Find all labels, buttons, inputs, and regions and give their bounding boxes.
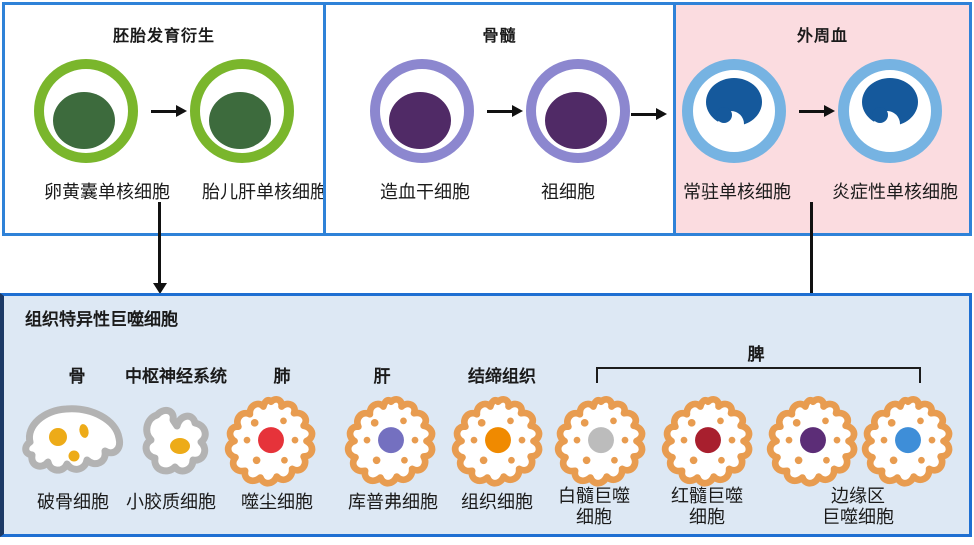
- marginal-zone-macrophage-label: 边缘区 巨噬细胞: [822, 486, 894, 528]
- right-arrow-icon: [486, 104, 523, 117]
- histiocyte-label: 组织细胞: [461, 492, 533, 513]
- red-pulp-macrophage-label: 红髓巨噬 细胞: [671, 486, 743, 528]
- kidney-nucleus: [861, 78, 918, 137]
- arrow-embryo-to-tissue-icon: [152, 202, 167, 294]
- marginal-zone-macrophage-cell-b: [860, 395, 956, 491]
- yolk-sac-monocyte-cell: [34, 59, 138, 163]
- yolk-sac-monocyte-label: 卵黄囊单核细胞: [44, 182, 170, 203]
- panel-embryo-derived: 胚胎发育衍生 卵黄囊单核细胞 胎儿肝单核细胞: [2, 2, 328, 236]
- white-pulp-macrophage-cell: [553, 395, 649, 491]
- fetal-liver-monocyte-label: 胎儿肝单核细胞: [202, 182, 328, 203]
- arrow-marrow-to-blood-icon: [631, 108, 667, 120]
- marrow-cells-row: [326, 55, 673, 167]
- microglia-label: 小胶质细胞: [126, 492, 216, 513]
- kupffer-cell-label: 库普弗细胞: [348, 492, 438, 513]
- resident-monocyte-cell: [681, 59, 786, 163]
- organ-liver-label: 肝: [373, 367, 391, 387]
- right-arrow-icon: [151, 104, 187, 117]
- hematopoietic-stem-cell-label: 造血干细胞: [380, 182, 470, 203]
- fetal-liver-monocyte-cell: [190, 59, 294, 163]
- spleen-bracket: [596, 367, 921, 383]
- inflammatory-monocyte-label: 炎症性单核细胞: [832, 182, 958, 203]
- inflammatory-monocyte-cell: [837, 59, 942, 163]
- osteoclast-cell: [22, 405, 124, 474]
- tissue-panel-title: 组织特异性巨噬细胞: [25, 310, 178, 330]
- embryo-cells-row: [5, 55, 323, 167]
- dust-cell-label: 噬尘细胞: [241, 492, 313, 513]
- organ-cns-label: 中枢神经系统: [125, 367, 227, 387]
- microglia-cell: [142, 406, 209, 475]
- osteoclast-label: 破骨细胞: [37, 492, 109, 513]
- arrow-slot: [786, 104, 838, 117]
- nucleus: [258, 427, 284, 454]
- dust-cell: [223, 395, 319, 491]
- panel-bone-marrow: 骨髓 造血干细胞 祖细胞: [323, 2, 676, 236]
- blood-cells-row: [676, 55, 969, 167]
- marginal-zone-macrophage-cell-a: [765, 395, 861, 491]
- progenitor-cell: [525, 59, 630, 163]
- panel-marrow-title: 骨髓: [482, 26, 517, 45]
- histiocyte-cell: [450, 395, 546, 491]
- organ-bone-label: 骨: [68, 367, 86, 387]
- nucleus: [895, 427, 921, 454]
- panel-blood-title: 外周血: [796, 26, 848, 45]
- right-arrow-icon: [798, 104, 835, 117]
- nucleus: [53, 92, 115, 149]
- white-pulp-macrophage-label: 白髓巨噬 细胞: [558, 486, 630, 528]
- nucleus: [544, 92, 607, 149]
- arrow-slot: [138, 104, 190, 117]
- nucleus: [388, 92, 451, 149]
- kidney-nucleus: [705, 78, 762, 137]
- kupffer-cell: [343, 395, 439, 491]
- organ-connective-tissue-label: 结缔组织: [468, 367, 536, 387]
- hematopoietic-stem-cell: [369, 59, 474, 163]
- nucleus: [378, 427, 404, 454]
- panel-peripheral-blood: 外周血 常驻单核细胞 炎症性单核细胞: [673, 2, 972, 236]
- organ-lung-label: 肺: [273, 367, 291, 387]
- resident-monocyte-label: 常驻单核细胞: [683, 182, 791, 203]
- organ-spleen-label: 脾: [747, 345, 765, 365]
- arrow-slot: [474, 104, 526, 117]
- arrow-blood-to-tissue-icon: [804, 202, 819, 307]
- nucleus: [695, 427, 721, 454]
- panel-tissue-macrophages: 组织特异性巨噬细胞 骨 中枢神经系统 肺 肝 结缔组织 脾: [0, 293, 972, 537]
- progenitor-cell-label: 祖细胞: [541, 182, 595, 203]
- nucleus: [485, 427, 511, 454]
- nucleus: [800, 427, 826, 454]
- panel-embryo-title: 胚胎发育衍生: [112, 26, 215, 45]
- nucleus: [209, 92, 271, 149]
- nucleus: [588, 427, 614, 454]
- red-pulp-macrophage-cell: [660, 395, 756, 491]
